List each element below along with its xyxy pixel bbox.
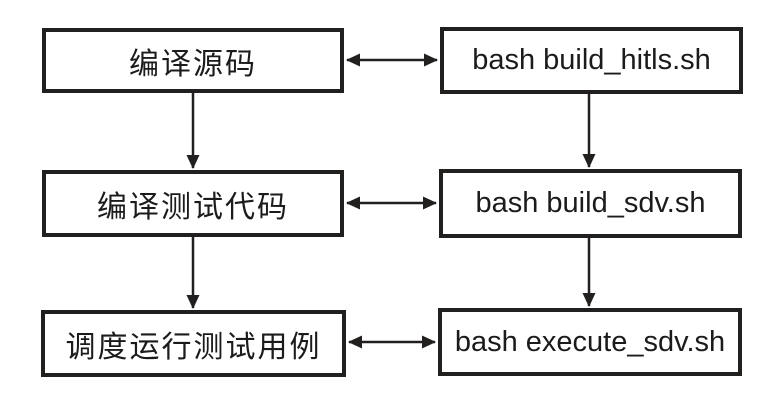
node-execute-sdv-script: bash execute_sdv.sh xyxy=(438,308,742,376)
node-build-sdv-script: bash build_sdv.sh xyxy=(439,169,742,238)
node-compile-source: 编译源码 xyxy=(42,28,344,93)
node-compile-test-code: 编译测试代码 xyxy=(42,170,344,237)
node-schedule-run-tests: 调度运行测试用例 xyxy=(41,310,346,377)
node-build-hitls-script: bash build_hitls.sh xyxy=(440,27,743,94)
